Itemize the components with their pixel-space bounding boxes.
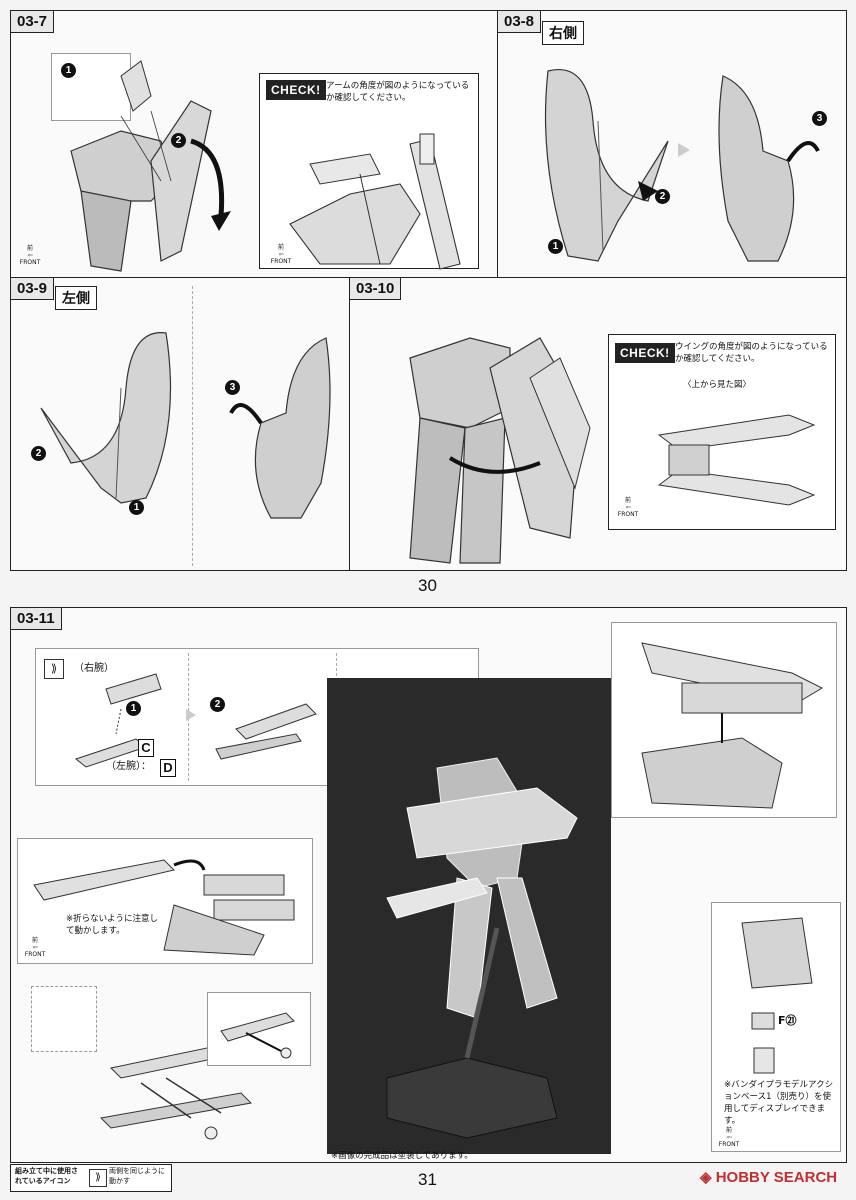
separator-arrow [678, 143, 690, 157]
wing-right-step-a [544, 69, 669, 262]
right-arm-label: （右腕） [74, 663, 114, 674]
front-label: FRONT [617, 511, 639, 518]
check-wing-text: ウイングの角度が図のようになっているか確認してください。 [675, 342, 828, 364]
painted-model-note: ※画像の完成品は塗装してあります。 [331, 1151, 473, 1161]
footer-legend-title: 組み立て中に使用されているアイコン [15, 1167, 78, 1185]
check-badge: CHECK! [266, 80, 326, 100]
part-d-label: D [160, 759, 176, 777]
left-side-label: 左側 [55, 286, 97, 310]
check-badge: CHECK! [615, 343, 675, 363]
step-number-2: 2 [171, 133, 186, 148]
front-arrow-icon: ⇦ [726, 1134, 732, 1141]
right-side-label: 右側 [542, 21, 584, 45]
front-label: FRONT [718, 1141, 740, 1148]
arm-angle-illustration [289, 133, 461, 270]
front-arrow-icon: ⇦ [625, 504, 631, 511]
wing-left-step-a [40, 332, 172, 504]
stand-detail-box: F㉑ ※バンダイプラモデルアクションベース1（別売り）を使用してディスプレイでき… [711, 902, 841, 1152]
page-number-bottom: 31 [418, 1170, 437, 1189]
both-sides-icon: ⟫ [44, 659, 64, 679]
step-03-10-panel: 03-10 CHECK! ウイングの角度が図のようになっているか確認してください… [349, 277, 847, 571]
separator-arrow [186, 709, 196, 721]
peg-detail-illustration [220, 1012, 295, 1059]
shoulder-weapon-illustration [641, 642, 824, 809]
step-number-2: 2 [31, 446, 46, 461]
step-03-7-label: 03-7 [11, 11, 55, 33]
watermark-text: HOBBY SEARCH [715, 1169, 838, 1186]
step-03-8-label: 03-8 [498, 11, 542, 33]
front-label: FRONT [19, 259, 41, 266]
shoulder-cannon-illustration [33, 859, 295, 956]
weapon-closeup-dashed-box [31, 986, 97, 1052]
peg-detail-box [207, 992, 311, 1066]
step-03-9-label: 03-9 [11, 278, 55, 300]
front-label: FRONT [24, 951, 46, 958]
robot-arm-illustration [70, 60, 231, 272]
check-arm-text: アームの角度が図のようになっているか確認してください。 [326, 81, 470, 103]
step-number-1: 1 [126, 701, 141, 716]
step-number-3: 3 [225, 380, 240, 395]
front-arrow-icon: ⇦ [32, 944, 38, 951]
wing-right-step-b [718, 75, 820, 262]
front-indicator: 前 ⇦ FRONT [716, 1127, 742, 1148]
action-base-note: ※バンダイプラモデルアクションベース1（別売り）を使用してディスプレイできます。 [724, 1080, 834, 1126]
step-03-10-label: 03-10 [350, 278, 402, 300]
footer-icon-label: 両側を同じように動かす [109, 1167, 165, 1185]
completed-model-photo [327, 678, 611, 1154]
front-kanji: 前 [277, 244, 284, 251]
part-f-label: F㉑ [778, 1014, 797, 1027]
step-03-11-label: 03-11 [11, 608, 62, 630]
step-03-9-panel: 03-9 左側 2 1 3 [10, 277, 350, 571]
step-03-8-panel: 03-8 右側 1 2 3 [497, 10, 847, 278]
part-c-label: C [138, 739, 154, 757]
step-03-11-panel: 03-11 ⟫ （右腕） 1 C （左腕）： D 2 4 3 [10, 607, 847, 1163]
wing-top-view-illustration [657, 414, 816, 506]
front-kanji: 前 [624, 497, 631, 504]
front-indicator: 前 ⇦ FRONT [22, 937, 48, 958]
step-number-2: 2 [655, 189, 670, 204]
step-number-1: 1 [61, 63, 76, 78]
fold-caution-note: ※折らないように注意して動かします。 [66, 914, 158, 936]
front-label: FRONT [270, 258, 292, 265]
separator-line [192, 286, 194, 566]
hand-weapon-step-2 [215, 703, 317, 760]
watermark-logo-icon: ◈ [700, 1169, 716, 1186]
step-03-7-panel: 03-7 1 2 CHECK! アームの角度が図のようになっているか確認してくだ… [10, 10, 498, 278]
front-kanji: 前 [725, 1127, 732, 1134]
left-arm-label: （左腕）： [106, 761, 151, 772]
footer-icon-legend: 組み立て中に使用されているアイコン ⟫ 両側を同じように動かす [10, 1164, 172, 1192]
front-arrow-icon: ⇦ [278, 251, 284, 258]
check-wing-box: CHECK! ウイングの角度が図のようになっているか確認してください。 〈上から… [608, 334, 836, 530]
front-indicator: 前 ⇦ FRONT [17, 245, 43, 266]
both-sides-icon: ⟫ [89, 1169, 107, 1187]
stand-joint-illustration [741, 917, 813, 1074]
front-kanji: 前 [26, 245, 33, 252]
top-view-caption: 〈上から見た図〉 [683, 380, 752, 390]
front-indicator: 前 ⇦ FRONT [615, 497, 641, 518]
hobby-search-watermark: ◈ HOBBY SEARCH [700, 1168, 837, 1186]
front-indicator: 前 ⇦ FRONT [268, 244, 294, 265]
shoulder-cannon-box: ※折らないように注意して動かします。 前 ⇦ FRONT [17, 838, 313, 964]
step-number-1: 1 [548, 239, 563, 254]
wing-left-step-b [229, 337, 331, 519]
shoulder-detail-box [611, 622, 837, 818]
robot-wings-illustration [409, 337, 591, 564]
step-number-1: 1 [129, 500, 144, 515]
step-number-3: 3 [812, 111, 827, 126]
check-arm-box: CHECK! アームの角度が図のようになっているか確認してください。 前 ⇦ F… [259, 73, 479, 270]
step-number-2: 2 [210, 697, 225, 712]
front-arrow-icon: ⇦ [27, 252, 33, 259]
page-number-top: 30 [418, 576, 437, 595]
model-silhouette [386, 757, 578, 1139]
front-kanji: 前 [31, 937, 38, 944]
